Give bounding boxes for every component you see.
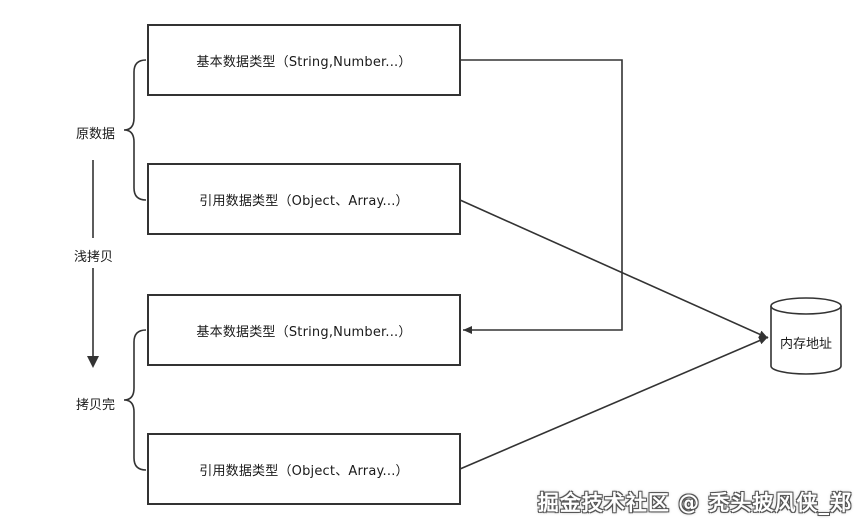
primitive-copy-connector (460, 59, 623, 334)
source-group-brace (123, 59, 147, 201)
copy-arrow-head (87, 356, 99, 368)
result-group-label: 拷贝完 (74, 393, 118, 414)
result-reference-box: 引用数据类型（Object、Array...） (147, 433, 461, 505)
memory-cylinder-icon (770, 297, 842, 375)
watermark: 掘金技术社区 @ 秃头披风侠_郑 (537, 491, 852, 515)
source-group-label: 原数据 (74, 122, 118, 143)
result-group-brace (123, 329, 147, 471)
source-reference-box: 引用数据类型（Object、Array...） (147, 163, 461, 235)
result-primitive-box: 基本数据类型（String,Number...） (147, 294, 461, 366)
source-primitive-box: 基本数据类型（String,Number...） (147, 24, 461, 96)
source-reference-pointer (459, 199, 769, 339)
copy-label: 浅拷贝 (72, 245, 116, 266)
memory-address-label: 内存地址 (779, 337, 832, 352)
result-reference-pointer (459, 336, 769, 470)
